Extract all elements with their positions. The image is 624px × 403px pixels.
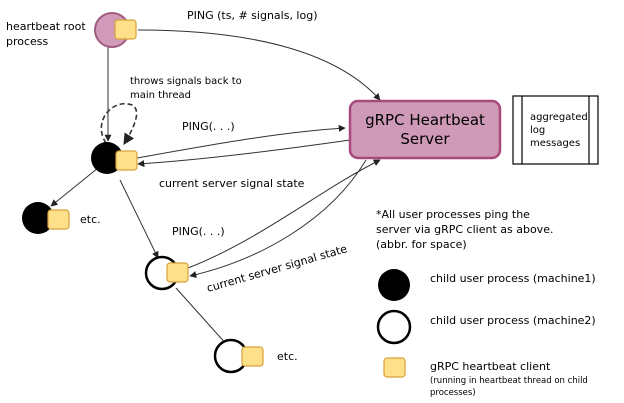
arrow-signals-loop xyxy=(100,102,138,145)
arrow-child1-to-child-left xyxy=(50,167,99,207)
child-client-box xyxy=(241,346,264,367)
legend-client-line1: gRPC heartbeat client xyxy=(430,360,551,373)
server-title-line2: Server xyxy=(400,130,450,148)
legend-machine1-swatch xyxy=(378,269,410,301)
child-process-machine2-node xyxy=(144,255,189,291)
log-box-line1: aggregated xyxy=(530,112,588,123)
child-process-machine1-node xyxy=(91,142,138,174)
legend-client-line3: processes) xyxy=(430,388,476,398)
etc-left-label: etc. xyxy=(80,213,101,226)
log-box-line3: messages xyxy=(530,138,580,149)
connectors xyxy=(50,29,381,347)
arrow-ping-root-to-server xyxy=(137,29,381,101)
server-title-line1: gRPC Heartbeat xyxy=(365,111,485,129)
etc-bottom-label: etc. xyxy=(277,350,298,363)
child-process-left-node xyxy=(22,202,70,234)
aggregated-log-box: aggregated log messages xyxy=(512,95,599,165)
root-label-line1: heartbeat root xyxy=(6,20,86,33)
arrow-child2-to-child-bottom xyxy=(175,287,229,347)
server-box xyxy=(348,99,502,160)
throws-label-line2: main thread xyxy=(130,90,191,101)
child-process-bottom-node xyxy=(213,338,264,374)
note-line2: server via gRPC client as above. xyxy=(376,223,553,236)
legend-machine1-label: child user process (machine1) xyxy=(430,272,596,285)
root-process-node xyxy=(94,12,137,48)
diagram-labels: heartbeat root process PING (ts, # signa… xyxy=(6,9,349,363)
arrow-state-server-to-child2 xyxy=(189,159,367,279)
child-process-black-circle xyxy=(22,202,54,234)
arrow-child1-to-child2 xyxy=(119,179,159,259)
grpc-heartbeat-server: gRPC Heartbeat Server xyxy=(348,99,502,160)
ping-top-label: PING (ts, # signals, log) xyxy=(187,9,318,22)
legend-client-line2: (running in heartbeat thread on child xyxy=(430,376,588,386)
log-box-line2: log xyxy=(530,125,545,136)
root-client-box xyxy=(114,19,137,40)
child-client-box xyxy=(115,150,138,171)
legend-machine2-swatch xyxy=(376,309,412,345)
legend-client-swatch xyxy=(383,357,406,378)
ping-mid-label: PING(. . .) xyxy=(182,120,235,133)
arrow-ping-child1-to-server xyxy=(136,124,346,159)
note-block: *All user processes ping the server via … xyxy=(376,208,553,251)
arrow-state-server-to-child1 xyxy=(137,139,351,168)
note-line1: *All user processes ping the xyxy=(376,208,530,221)
legend-machine2-label: child user process (machine2) xyxy=(430,314,596,327)
child-client-box xyxy=(166,262,189,283)
child-client-box xyxy=(47,209,70,230)
legend: child user process (machine1) child user… xyxy=(376,269,596,398)
throws-label-line1: throws signals back to xyxy=(130,76,242,87)
ping-low-label: PING(. . .) xyxy=(172,225,225,238)
child-process-black-circle xyxy=(91,142,123,174)
state-mid-label: current server signal state xyxy=(159,177,305,190)
root-label-line2: process xyxy=(6,35,49,48)
note-line3: (abbr. for space) xyxy=(376,238,467,251)
